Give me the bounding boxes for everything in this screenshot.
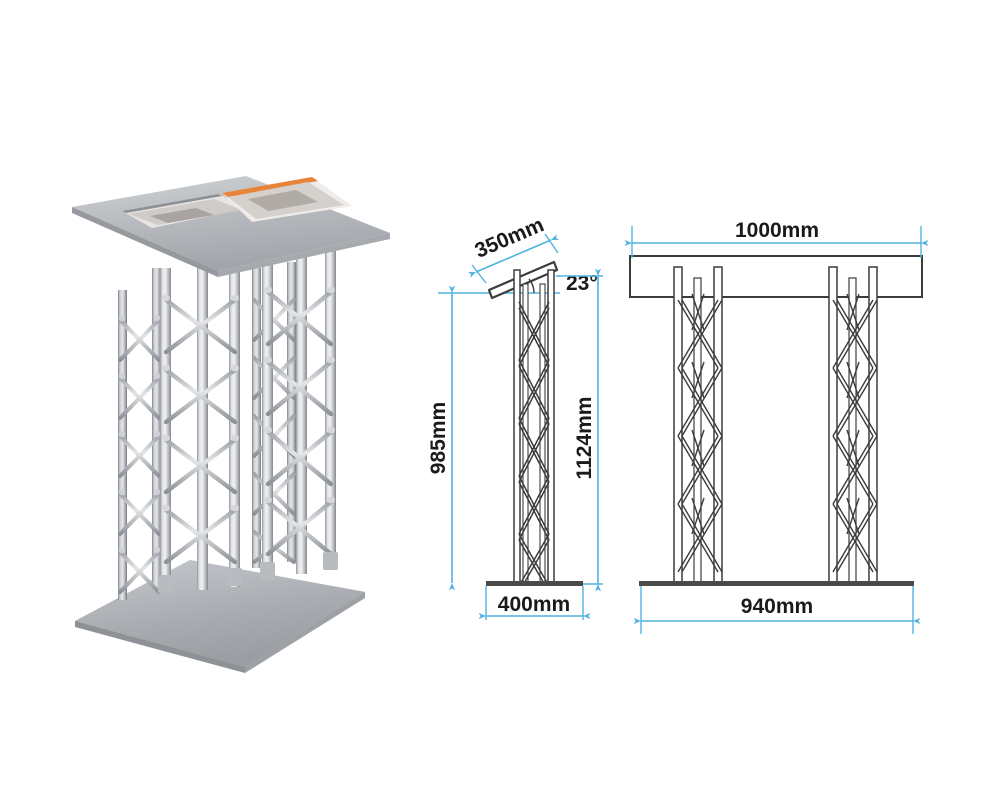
dim-1000mm-label: 1000mm [735,219,819,242]
render-column-front-left [158,255,242,593]
dim-400mm-label: 400mm [498,593,570,616]
3d-render-view [72,176,390,673]
render-base-plate [75,560,365,673]
front-truss-column-1 [673,266,723,584]
dim-1124mm-label: 1124mm [573,397,596,480]
dim-1124mm: 1124mm [556,268,603,592]
dim-985mm-label: 985mm [427,402,450,474]
dim-940mm: 940mm [633,586,921,634]
render-top-plate [72,176,390,277]
angle-arc [528,278,535,294]
front-elevation-view: 1000mm 940mm [624,219,929,634]
dim-940mm-label: 940mm [741,595,813,618]
brochure-left [122,194,248,228]
front-truss-column-2 [828,266,878,584]
render-column-rear-left [118,268,161,600]
dim-985mm: 985mm [427,285,456,591]
brochure-right [222,177,352,222]
dim-1000mm: 1000mm [624,219,929,258]
front-base-plate [639,581,914,586]
side-base-plate [486,581,583,586]
dim-angle-label: 23° [566,272,598,295]
render-column-front-right [260,250,338,580]
dim-400mm: 400mm [478,586,591,620]
